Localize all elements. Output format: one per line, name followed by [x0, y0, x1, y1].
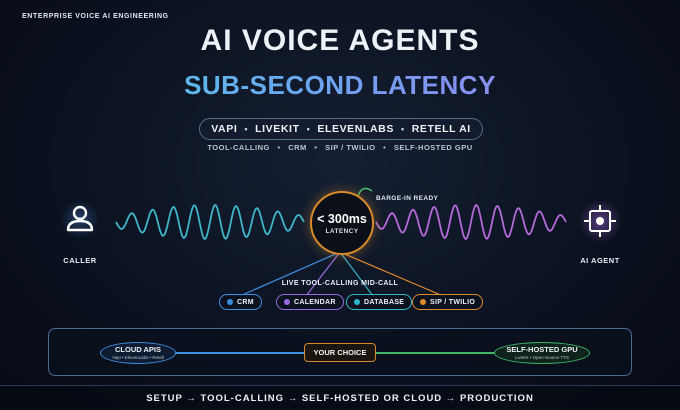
process-footer: SETUP → TOOL-CALLING → SELF-HOSTED OR CL… [0, 385, 680, 410]
your-choice-badge: YOUR CHOICE [304, 343, 376, 362]
self-hosted-title: SELF-HOSTED GPU [506, 345, 578, 354]
latency-label: LATENCY [325, 227, 359, 235]
platform-separator: • [244, 124, 249, 134]
caller-audio-wave [115, 203, 305, 241]
tool-dot [227, 299, 233, 305]
platform-bar: VAPI • LIVEKIT • ELEVENLABS • RETELL AI [199, 118, 483, 140]
tool-label: CALENDAR [294, 298, 336, 306]
connector-sip [339, 251, 444, 297]
feature-crm: CRM [288, 143, 307, 152]
cloud-apis-title: CLOUD APIS [115, 345, 161, 354]
connector-crm [239, 251, 341, 297]
live-tools-heading: LIVE TOOL-CALLING MID-CALL [281, 280, 399, 287]
latency-value: < 300ms [317, 211, 367, 226]
agent-audio-wave [375, 203, 567, 241]
caller-icon [60, 199, 100, 239]
self-hosted-connector [376, 352, 494, 354]
self-hosted-stack: LiveKit • Open-Source TTS [514, 355, 569, 360]
tool-dot [354, 299, 360, 305]
latency-hub: < 300ms LATENCY [310, 191, 374, 255]
feature-separator: • [383, 143, 387, 152]
tool-label: SIP / TWILIO [430, 298, 476, 306]
page-title: AI VOICE AGENTS [200, 24, 480, 57]
feature-list: TOOL-CALLING • CRM • SIP / TWILIO • SELF… [0, 143, 680, 152]
connector-database [339, 251, 374, 297]
barge-in-label: BARGE-IN READY [376, 195, 439, 202]
barge-in-arc [357, 187, 373, 197]
self-hosted-gpu-option: SELF-HOSTED GPU LiveKit • Open-Source TT… [494, 342, 590, 364]
platform-livekit: LIVEKIT [255, 123, 300, 135]
platform-retell: RETELL AI [411, 123, 471, 135]
tool-chip-database: DATABASE [346, 294, 413, 310]
ai-agent-label: AI AGENT [580, 256, 620, 265]
cloud-apis-option: CLOUD APIS Vapi • ElevenLabs • Retell [100, 342, 176, 364]
eyebrow-tag: ENTERPRISE VOICE AI ENGINEERING [22, 13, 169, 20]
platform-vapi: VAPI [211, 123, 238, 135]
tool-dot [284, 299, 290, 305]
connector-calendar [305, 251, 341, 297]
feature-separator: • [277, 143, 281, 152]
tool-chip-crm: CRM [219, 294, 262, 310]
ai-agent-icon [578, 199, 622, 243]
feature-sip: SIP / TWILIO [325, 143, 376, 152]
tool-label: CRM [237, 298, 254, 306]
feature-gpu: SELF-HOSTED GPU [393, 143, 473, 152]
platform-separator: • [400, 124, 405, 134]
tool-chip-sip-twilio: SIP / TWILIO [412, 294, 484, 310]
cloud-connector [176, 352, 304, 354]
cloud-apis-providers: Vapi • ElevenLabs • Retell [112, 355, 164, 360]
tool-chip-calendar: CALENDAR [276, 294, 344, 310]
tool-dot [420, 299, 426, 305]
page-subtitle: SUB-SECOND LATENCY [0, 70, 680, 101]
feature-separator: • [314, 143, 318, 152]
platform-separator: • [306, 124, 311, 134]
tool-label: DATABASE [364, 298, 405, 306]
feature-tool-calling: TOOL-CALLING [207, 143, 270, 152]
caller-label: CALLER [63, 256, 97, 265]
platform-elevenlabs: ELEVENLABS [317, 123, 394, 135]
